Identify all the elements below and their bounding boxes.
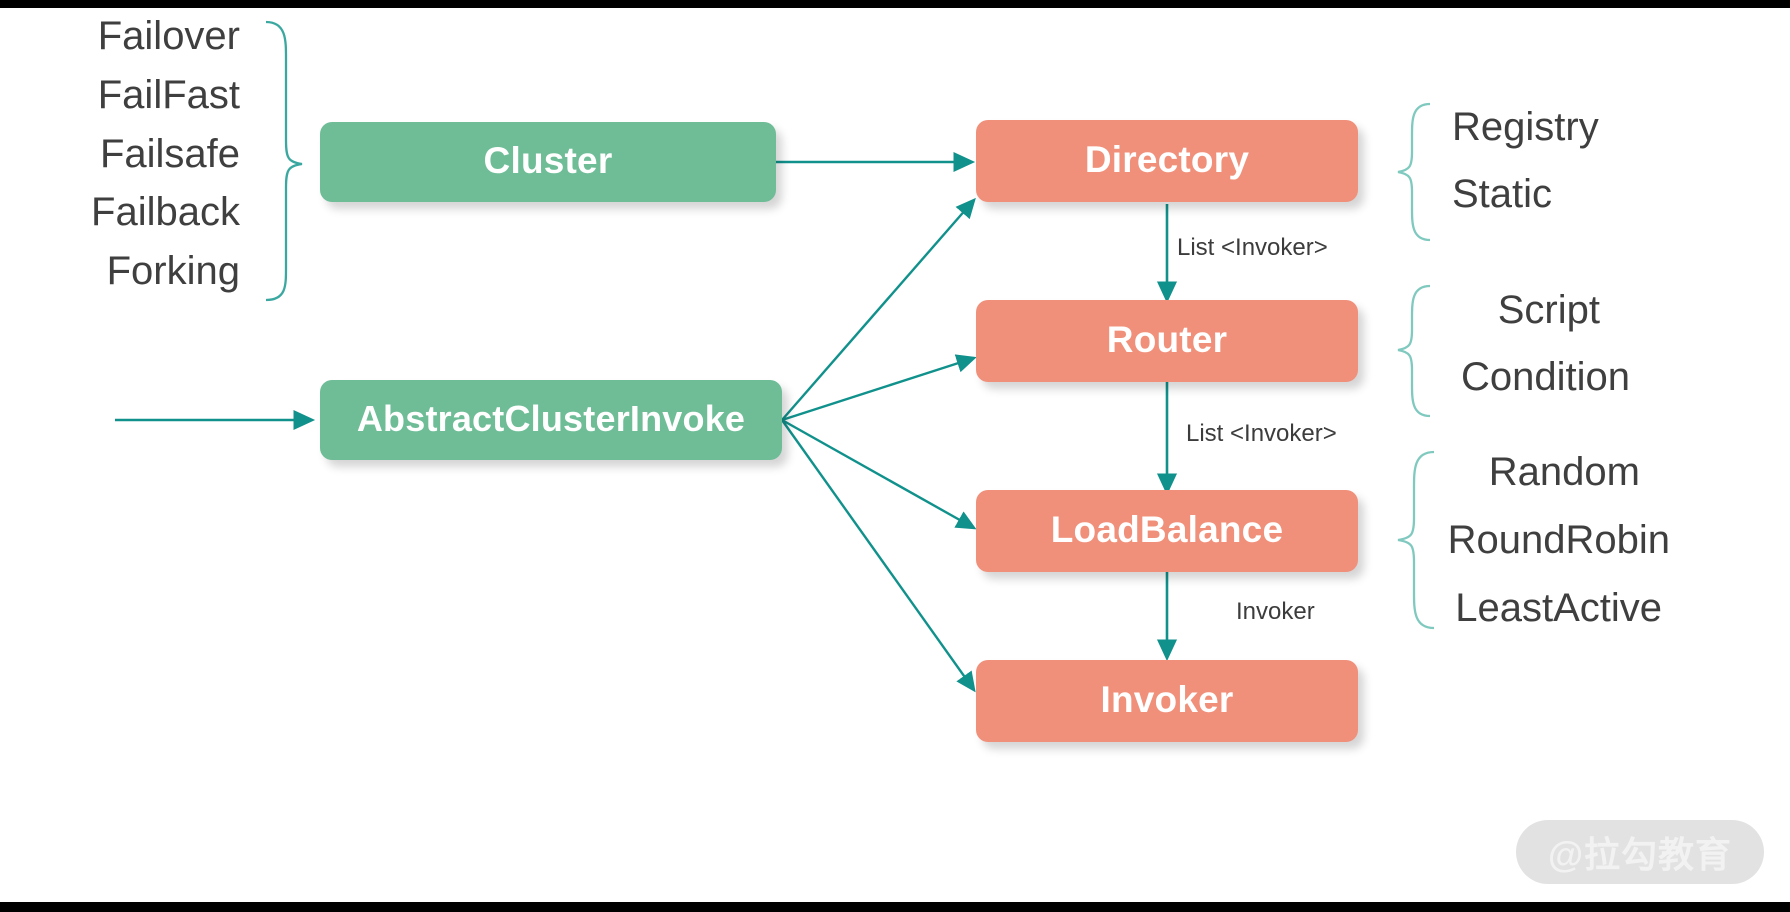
node-invoker[interactable]: Invoker (976, 660, 1358, 742)
edge-label-router-to-loadbalance: List <Invoker> (1186, 420, 1337, 447)
cluster-strategy-failfast: FailFast (97, 73, 240, 117)
loadbalance-type-leastactive: LeastActive (1455, 586, 1662, 630)
node-directory[interactable]: Directory (976, 120, 1358, 202)
letterbox-top (0, 0, 1790, 8)
loadbalance-type-roundrobin: RoundRobin (1447, 518, 1670, 562)
letterbox-bottom (0, 902, 1790, 912)
arrow-abstract-to-router (781, 354, 977, 422)
router-type-condition: Condition (1460, 355, 1630, 399)
node-cluster[interactable]: Cluster (320, 122, 776, 202)
node-loadbalance[interactable]: LoadBalance (976, 490, 1358, 572)
watermark-badge: @拉勾教育 (1516, 820, 1764, 884)
node-router[interactable]: Router (976, 300, 1358, 382)
arrow-abstract-to-loadbalance (781, 418, 977, 530)
edge-label-loadbalance-to-invoker: Invoker (1236, 598, 1315, 625)
brace-cluster-strategies (265, 20, 303, 302)
cluster-strategy-failover: Failover (97, 14, 240, 58)
arrow-abstract-to-invoker (781, 419, 976, 693)
node-abstract-cluster-invoke[interactable]: AbstractClusterInvoke (320, 380, 782, 460)
cluster-strategy-failsafe: Failsafe (99, 132, 240, 176)
arrow-abstract-to-directory (781, 197, 976, 421)
directory-type-static: Static (1452, 172, 1553, 216)
brace-directory-types (1397, 102, 1431, 242)
router-type-script: Script (1497, 288, 1600, 332)
cluster-strategy-forking: Forking (106, 249, 240, 293)
directory-type-registry: Registry (1452, 105, 1599, 149)
edge-label-directory-to-router: List <Invoker> (1177, 234, 1328, 261)
cluster-strategy-failback: Failback (91, 190, 240, 234)
loadbalance-type-random: Random (1488, 450, 1640, 494)
